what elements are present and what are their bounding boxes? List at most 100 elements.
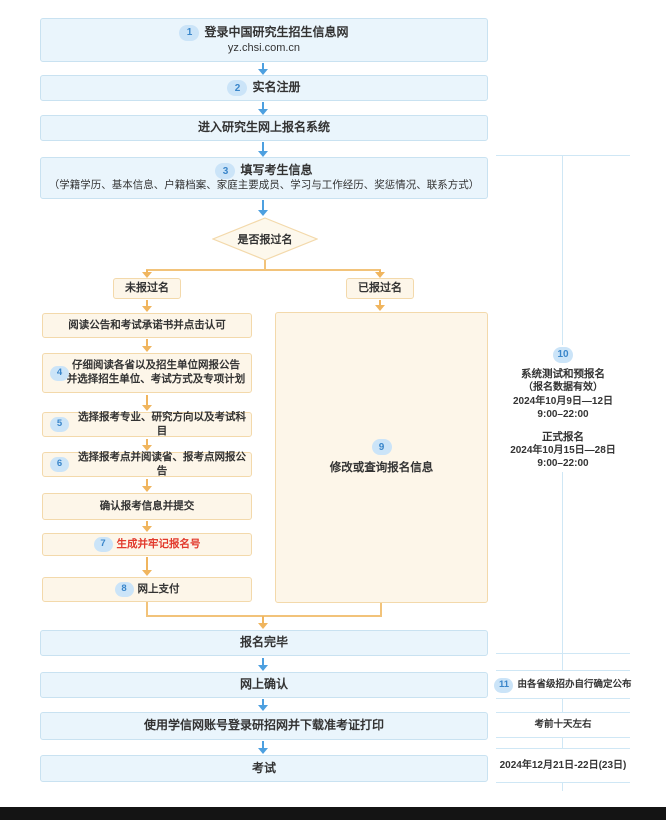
flow-step-exam: 考试: [40, 755, 488, 782]
connector-line: [146, 615, 382, 617]
arrow-down-icon: [258, 658, 268, 671]
arrow-down-icon: [258, 741, 268, 754]
province-announce-label: 由各省级招办自行确定公布: [517, 678, 632, 690]
pre-registration-time: 9:00–22:00: [537, 409, 589, 421]
arrow-down-icon: [375, 300, 385, 311]
confirm-submit-label: 确认报考信息并提交: [99, 499, 195, 512]
online-confirm-label: 网上确认: [239, 677, 288, 692]
arrow-down-icon: [258, 616, 268, 629]
arrow-down-icon: [258, 699, 268, 711]
flow-step-download-print: 使用学信网账号登录研招网并下载准考证打印: [40, 712, 488, 740]
flow-step-pay-online: 8 网上支付: [42, 577, 252, 602]
site-url-label: yz.chsi.com.cn: [227, 41, 301, 54]
branch-yes-label: 已报过名: [346, 278, 414, 299]
before-exam-label: 考前十天左右: [534, 718, 592, 730]
pre-registration-subtitle: （报名数据有效）: [523, 382, 603, 394]
step-number-badge: 9: [371, 439, 392, 456]
branch-yes-text: 已报过名: [358, 282, 402, 295]
arrow-down-icon: [142, 479, 152, 492]
flow-step-read-province: 4 仔细阅读各省以及招生单位网报公告 并选择招生单位、考试方式及专项计划: [42, 353, 252, 393]
enter-system-label: 进入研究生网上报名系统: [197, 120, 330, 135]
timeline-before-exam-row: 考前十天左右: [488, 713, 638, 737]
step-number-badge: 5: [50, 417, 69, 432]
step-login-label: 登录中国研究生招生信息网: [204, 25, 349, 40]
official-registration-date: 2024年10月15日—28日: [510, 444, 616, 456]
flow-step-enter-system: 进入研究生网上报名系统: [40, 115, 488, 141]
arrow-down-icon: [142, 521, 152, 532]
timeline-row-line: [496, 670, 630, 671]
arrow-down-icon: [142, 439, 152, 451]
step-number-badge: 11: [494, 677, 514, 693]
flow-step-finish: 报名完毕: [40, 630, 488, 656]
step-number-badge: 10: [553, 347, 573, 363]
step-number-badge: 1: [179, 24, 200, 41]
choose-site-label: 选择报考点并阅读省、报考点网报公告: [78, 450, 246, 477]
step-number-badge: 6: [50, 457, 69, 472]
arrow-down-icon: [142, 339, 152, 352]
decision-label: 是否报过名: [237, 234, 293, 246]
read-province-line1: 仔细阅读各省以及招生单位网报公告: [72, 359, 240, 372]
flow-step-register: 2 实名注册: [40, 75, 488, 101]
arrow-down-icon: [258, 200, 268, 216]
arrow-down-icon: [142, 270, 152, 278]
arrow-down-icon: [258, 142, 268, 157]
modify-query-label: 修改或查询报名信息: [329, 462, 434, 475]
pre-registration-date: 2024年10月9日—12日: [512, 395, 614, 407]
bottom-edge-bar: [0, 807, 666, 820]
read-notice-label: 阅读公告和考试承诺书并点击认可: [68, 318, 226, 331]
official-registration-title: 正式报名: [542, 430, 584, 443]
arrow-down-icon: [258, 102, 268, 115]
connector-line: [380, 603, 382, 616]
pre-registration-title: 系统测试和预报名: [521, 368, 605, 380]
flow-step-confirm-submit: 确认报考信息并提交: [42, 493, 252, 520]
connector-line: [264, 260, 266, 270]
timeline-row-line: [496, 737, 630, 738]
exam-date-label: 2024年12月21日-22日(23日): [499, 759, 627, 771]
arrow-down-icon: [258, 63, 268, 75]
flow-step-online-confirm: 网上确认: [40, 672, 488, 698]
step-number-badge: 7: [93, 537, 113, 552]
step-number-badge: 4: [50, 366, 69, 381]
step-number-badge: 2: [227, 80, 248, 96]
step-register-label: 实名注册: [252, 80, 301, 95]
connector-line: [146, 602, 148, 616]
official-registration-time: 9:00–22:00: [537, 458, 589, 470]
timeline-vertical-line: [562, 155, 563, 345]
flow-step-remember-number: 7 生成并牢记报名号: [42, 533, 252, 556]
arrow-down-icon: [142, 300, 152, 312]
pay-online-label: 网上支付: [137, 582, 180, 595]
flow-step-login: 1 登录中国研究生招生信息网 yz.chsi.com.cn: [40, 18, 488, 62]
finish-label: 报名完毕: [239, 635, 288, 650]
timeline-row-line: [496, 698, 630, 699]
fill-info-label: 填写考生信息: [240, 163, 313, 178]
download-print-label: 使用学信网账号登录研招网并下载准考证打印: [143, 718, 384, 733]
timeline-row-line: [496, 712, 630, 713]
timeline-tick: [562, 782, 563, 791]
fill-info-detail: （学籍学历、基本信息、户籍档案、家庭主要成员、学习与工作经历、奖惩情况、联系方式…: [48, 179, 480, 192]
step-number-badge: 3: [215, 163, 236, 180]
timeline-tick: [562, 737, 563, 748]
flow-step-read-notice: 阅读公告和考试承诺书并点击认可: [42, 313, 252, 338]
timeline-step10-block: 10 系统测试和预报名 （报名数据有效） 2024年10月9日—12日 9:00…: [488, 347, 638, 471]
timeline-row-line: [496, 748, 630, 749]
timeline-tick: [562, 698, 563, 712]
flow-step-fill-info: 3 填写考生信息 （学籍学历、基本信息、户籍档案、家庭主要成员、学习与工作经历、…: [40, 157, 488, 199]
branch-no-text: 未报过名: [125, 282, 169, 295]
timeline-step11-row: 11 由各省级招办自行确定公布: [488, 672, 638, 698]
exam-label: 考试: [251, 760, 276, 775]
timeline-row-line: [496, 782, 630, 783]
flow-step-choose-major: 5 选择报考专业、研究方向以及考试科目: [42, 410, 252, 437]
arrow-down-icon: [142, 395, 152, 411]
step-number-badge: 8: [114, 582, 134, 597]
timeline-row-line: [496, 653, 630, 654]
flow-step-modify-query: 9 修改或查询报名信息: [275, 312, 488, 603]
remember-number-label: 生成并牢记报名号: [116, 537, 201, 550]
connector-line: [146, 269, 381, 271]
timeline-bracket-line: [496, 155, 630, 156]
decision-diamond: 是否报过名: [211, 217, 319, 261]
read-province-line2: 并选择招生单位、考试方式及专项计划: [66, 373, 246, 385]
timeline-vertical-line: [562, 472, 563, 670]
branch-no-label: 未报过名: [113, 278, 181, 299]
choose-major-label: 选择报考专业、研究方向以及考试科目: [78, 410, 246, 437]
